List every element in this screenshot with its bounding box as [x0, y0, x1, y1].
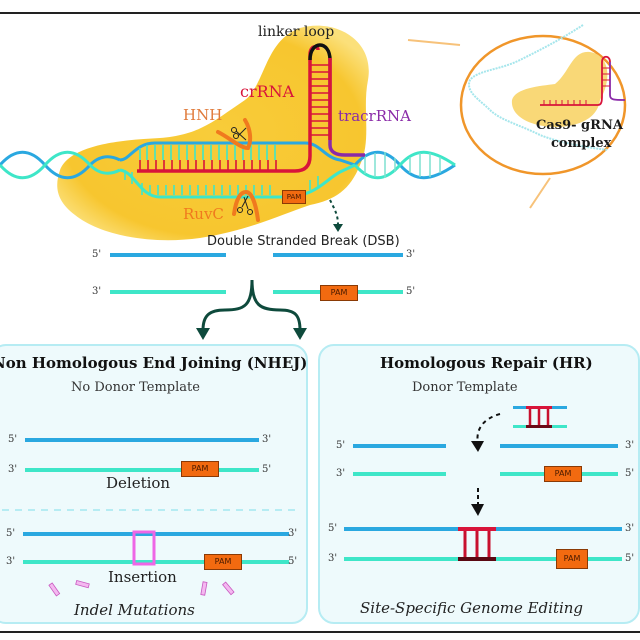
cas9-unbound-protein-chain	[468, 24, 609, 151]
hr-diagrams	[344, 406, 622, 561]
hr-left-3prime: 3'	[336, 468, 346, 479]
hnh-domain	[216, 118, 253, 151]
insertion-dna	[23, 530, 289, 597]
edited-3prime-left: 3'	[328, 553, 338, 564]
bottom-border	[0, 631, 640, 633]
pam-box-hr-break: PAM	[544, 466, 582, 482]
hr-left-5prime: 5'	[336, 440, 346, 451]
pam-box-deletion: PAM	[181, 461, 219, 477]
inserted-bases	[132, 530, 156, 566]
insertion-5prime-right: 5'	[288, 556, 298, 567]
hr-panel: Homologous Repair (HR) Donor Template	[318, 344, 640, 624]
insertion-5prime-left: 5'	[6, 528, 16, 539]
tracrRNA-strand	[328, 58, 365, 157]
hnh-label: HNH	[183, 106, 223, 124]
hr-outcome: Site-Specific Genome Editing	[360, 599, 584, 617]
target-strand-bases	[139, 145, 276, 160]
inset-label-line1: Cas9- gRNA	[536, 118, 623, 133]
dsb-right-3prime: 3'	[406, 249, 416, 260]
stem-loop-bases	[310, 64, 330, 136]
inset-cas9-blob	[511, 51, 608, 128]
insertion-3prime-right: 3'	[288, 528, 298, 539]
insertion-label: Insertion	[108, 568, 177, 586]
branch-arrow	[201, 279, 302, 331]
pam-box-dsb: PAM	[320, 285, 358, 301]
top-border	[0, 12, 640, 14]
deletion-3prime-left: 3'	[8, 464, 18, 475]
donor-template	[513, 406, 567, 428]
hr-left-fragment	[353, 444, 446, 476]
tracrRNA-label: tracrRNA	[338, 107, 411, 125]
ruvc-label: RuvC	[183, 205, 224, 223]
dsb-title: Double Stranded Break (DSB)	[207, 234, 400, 249]
pam-box-cas9: PAM	[282, 190, 306, 204]
edited-5prime-right: 5'	[625, 553, 635, 564]
dsb-left-fragment	[110, 253, 226, 294]
ruvc-domain	[232, 189, 260, 222]
donor-insertion-arrow	[476, 413, 501, 445]
dsb-left-5prime: 5'	[92, 249, 102, 260]
dna-helix-left	[0, 150, 121, 180]
dna-helix-right	[353, 150, 456, 180]
linker-loop-label: linker loop	[258, 24, 335, 40]
target-strand	[119, 141, 356, 167]
hr-right-5prime: 5'	[625, 468, 635, 479]
insertion-3prime-left: 3'	[6, 556, 16, 567]
hr-right-3prime: 3'	[625, 440, 635, 451]
nhej-panel: Non Homologous End Joining (NHEJ) No Don…	[0, 344, 308, 624]
crRNA-label: crRNA	[240, 82, 295, 101]
deletion-label: Deletion	[106, 474, 171, 492]
crRNA-bases	[139, 160, 277, 171]
pam-box-insertion: PAM	[204, 554, 242, 570]
deletion-5prime-right: 5'	[262, 464, 272, 475]
cleavage-arrow	[329, 199, 339, 226]
nhej-title: Non Homologous End Joining (NHEJ)	[0, 354, 308, 372]
inset-label-line2: complex	[551, 136, 612, 151]
arrow-to-nhej	[196, 328, 210, 340]
edited-5prime-left: 5'	[328, 523, 338, 534]
pam-box-edited: PAM	[556, 549, 588, 569]
hr-subtitle: Donor Template	[412, 380, 518, 395]
edited-3prime-right: 3'	[625, 523, 635, 534]
free-nucleotides	[48, 580, 235, 597]
nhej-outcome: Indel Mutations	[74, 601, 195, 619]
cas9-protein	[57, 25, 369, 241]
callout-line-bottom	[529, 177, 551, 209]
linker-loop	[308, 43, 332, 61]
nhej-subtitle: No Donor Template	[71, 380, 200, 395]
dsb-left-3prime: 3'	[92, 286, 102, 297]
arrow-to-hr	[293, 328, 307, 340]
scissors-icon-hnh	[231, 127, 247, 141]
hr-title: Homologous Repair (HR)	[380, 354, 593, 372]
deletion-3prime-right: 3'	[262, 434, 272, 445]
deletion-dna	[25, 438, 259, 472]
dsb-right-5prime: 5'	[406, 286, 416, 297]
scissors-icon-ruvc	[237, 195, 253, 215]
callout-line-top	[407, 39, 461, 46]
deletion-5prime-left: 5'	[8, 434, 18, 445]
